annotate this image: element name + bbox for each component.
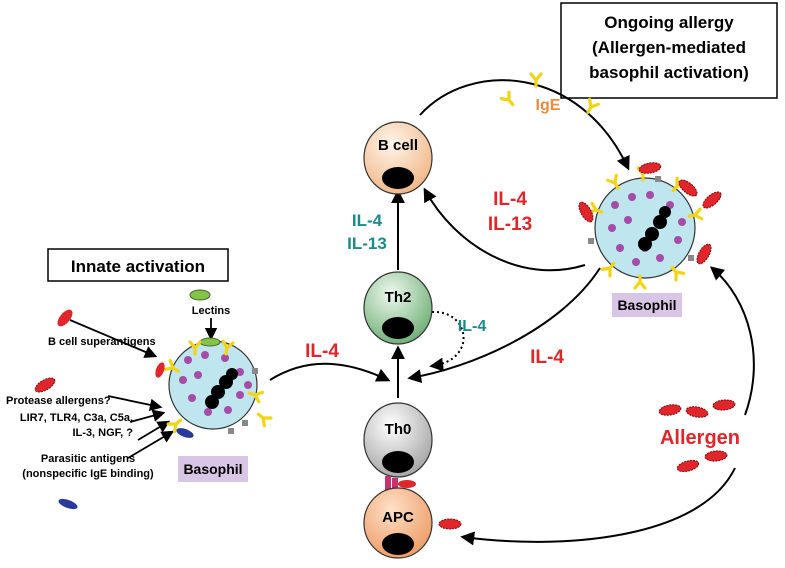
arrow-receptors-1 xyxy=(129,409,166,423)
ongoing-allergy-sub1: (Allergen-mediated xyxy=(592,38,746,57)
ongoing-allergy-box xyxy=(560,2,778,99)
basophil-right-label: Basophil xyxy=(617,297,676,313)
innate-activation-title: Innate activation xyxy=(71,257,205,276)
basophil-right-label-bg xyxy=(612,293,682,317)
arrow-superantigen xyxy=(69,319,158,358)
receptors-label-1: LIR7, TLR4, C3a, C5a, xyxy=(20,412,133,424)
il4-label-right-basophil: IL-4 xyxy=(530,347,564,368)
arrow-bcell-to-basophil xyxy=(419,79,630,171)
b-cell-nucleus xyxy=(382,167,414,189)
ige-antibody-icon-2 xyxy=(499,90,519,110)
basophil-left-granules xyxy=(179,351,252,416)
parasite-icon xyxy=(58,498,78,510)
th2-cell: Th2 xyxy=(363,271,433,345)
parasitic-antigens-label-2: (nonspecific IgE binding) xyxy=(22,468,154,480)
parasitic-antigens-label-1: Parasitic antigens xyxy=(41,453,135,465)
il4-label-basophil-bcell: IL-4 xyxy=(493,189,527,210)
tcr-mhc-synapse xyxy=(385,476,416,490)
receptors-label-2: IL-3, NGF, ? xyxy=(73,427,134,439)
b-cell-label: B cell xyxy=(378,137,418,154)
arrow-th2-autocrine-loop xyxy=(429,310,465,372)
basophil-left-nucleus xyxy=(205,368,238,409)
apc-nucleus xyxy=(382,533,414,555)
il4-label-left-basophil: IL-4 xyxy=(305,341,339,362)
il13-label-th2-bcell: IL-13 xyxy=(347,234,387,253)
b-cell: B cell xyxy=(363,121,433,195)
b-cell-superantigens-label: B cell superantigens xyxy=(48,336,156,348)
allergen-label: Allergen xyxy=(660,427,740,449)
basophil-right xyxy=(575,160,725,290)
basophil-left-label-bg xyxy=(178,456,248,482)
arrow-protease xyxy=(107,395,163,412)
il13-label-basophil-bcell: IL-13 xyxy=(488,214,532,235)
apc-label: APC xyxy=(382,509,414,526)
arrow-allergen-to-basophil xyxy=(709,266,755,416)
th0-nucleus xyxy=(382,451,414,473)
th2-label: Th2 xyxy=(385,289,412,306)
arrow-parasitic xyxy=(127,430,175,459)
arrow-right-basophil-to-th xyxy=(407,267,601,384)
superantigen-icon xyxy=(57,309,73,327)
il4-label-th2-bcell: IL-4 xyxy=(352,211,383,230)
protease-allergen-icon xyxy=(32,374,58,396)
arrow-allergen-to-apc xyxy=(460,467,736,546)
arrow-left-basophil-to-th xyxy=(269,362,391,382)
protease-allergens-label: Protease allergens? xyxy=(6,395,111,407)
il4-label-autocrine: IL-4 xyxy=(458,318,487,335)
basophil-left xyxy=(155,337,273,438)
arrow-basophil-to-bcell xyxy=(423,187,586,272)
ongoing-allergy-sub2: basophil activation) xyxy=(589,63,749,82)
arrow-receptors-2 xyxy=(137,420,171,441)
th0-cell: Th0 xyxy=(363,402,433,478)
ongoing-allergy-title: Ongoing allergy xyxy=(604,13,734,32)
basophil-right-nucleus xyxy=(638,206,671,251)
th2-nucleus xyxy=(382,317,414,339)
allergen-near-apc xyxy=(438,518,462,530)
ige-label: IgE xyxy=(536,97,561,114)
innate-activation-box xyxy=(47,248,229,282)
lectin-icon xyxy=(189,289,211,301)
th0-label: Th0 xyxy=(385,421,412,438)
basophil-left-label: Basophil xyxy=(183,461,242,477)
lectins-label: Lectins xyxy=(192,305,231,317)
apc-cell: APC xyxy=(363,487,433,559)
